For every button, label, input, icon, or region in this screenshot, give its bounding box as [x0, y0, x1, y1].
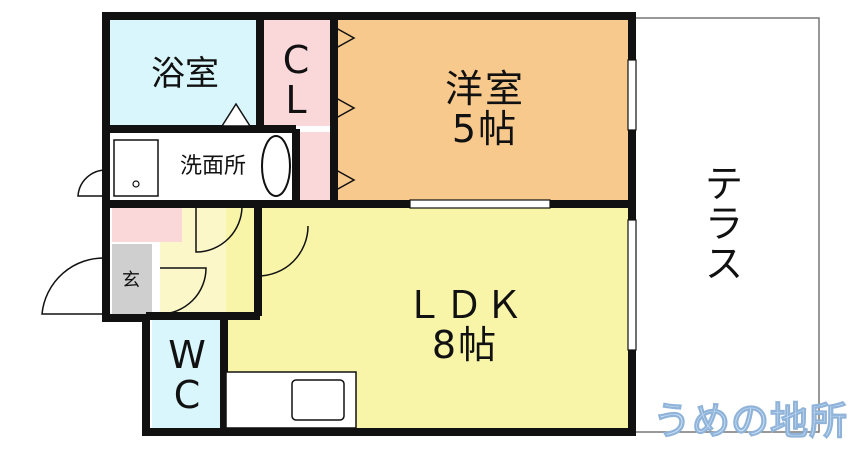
- washbasin: [261, 135, 291, 197]
- windows: [409, 59, 637, 351]
- wc-label: W C: [168, 333, 208, 417]
- entrance-fill: [112, 244, 152, 314]
- drain: [132, 180, 140, 188]
- western-room-label: 洋室 5帖: [444, 67, 525, 151]
- door-swings: [41, 169, 309, 315]
- entrance-label: 玄: [122, 269, 140, 291]
- watermark-logo: うめの地所: [652, 399, 848, 444]
- wc-fill: [152, 318, 222, 428]
- closet-door-marks: [335, 27, 356, 191]
- washroom-label: 洗面所: [179, 154, 246, 180]
- closet-label: C L: [282, 38, 312, 122]
- kitchen-sink: [291, 379, 345, 421]
- closet-fill: [262, 20, 332, 126]
- washing-machine-area: [113, 139, 159, 197]
- terrace-label: テ ラ ス: [704, 162, 745, 286]
- terrace-area: [632, 17, 820, 433]
- shoebox-fill: [112, 206, 182, 242]
- ldk-label: ＬＤＫ 8帖: [404, 283, 525, 367]
- western-room-fill: [336, 20, 628, 202]
- closet-fill-lower: [298, 132, 332, 202]
- bath-label: 浴室: [151, 54, 219, 95]
- bath-vent-mark: [220, 102, 252, 127]
